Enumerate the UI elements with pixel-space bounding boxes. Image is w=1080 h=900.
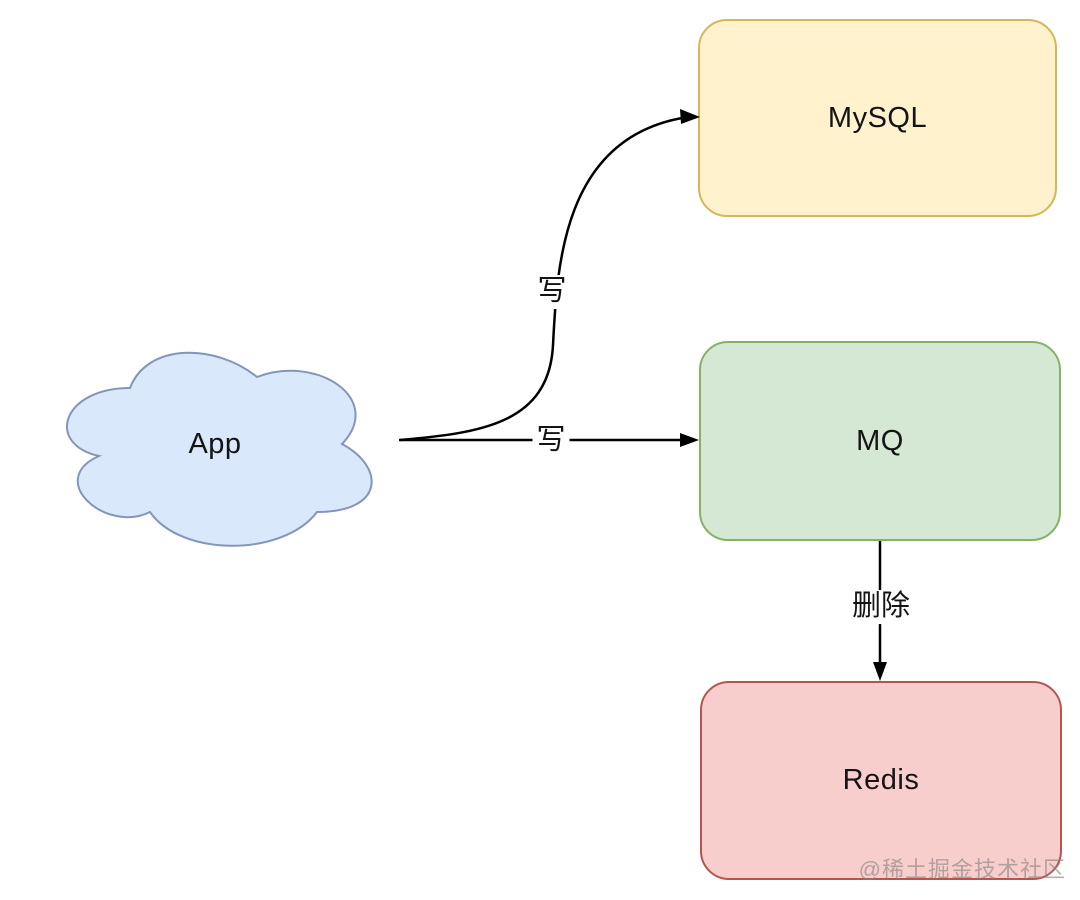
- redis-node-shape: [700, 681, 1062, 880]
- edge-app-mq-arrowhead-icon: [680, 433, 699, 447]
- mq-node-shape: [699, 341, 1061, 541]
- edge-mq-redis-arrowhead-icon: [873, 662, 887, 681]
- mysql-node-shape: [698, 19, 1057, 217]
- edge-app-mysql-arrowhead-icon: [680, 109, 700, 124]
- edge-app-mysql-line: [399, 116, 683, 442]
- app-node-cloud-shape: [66, 351, 373, 547]
